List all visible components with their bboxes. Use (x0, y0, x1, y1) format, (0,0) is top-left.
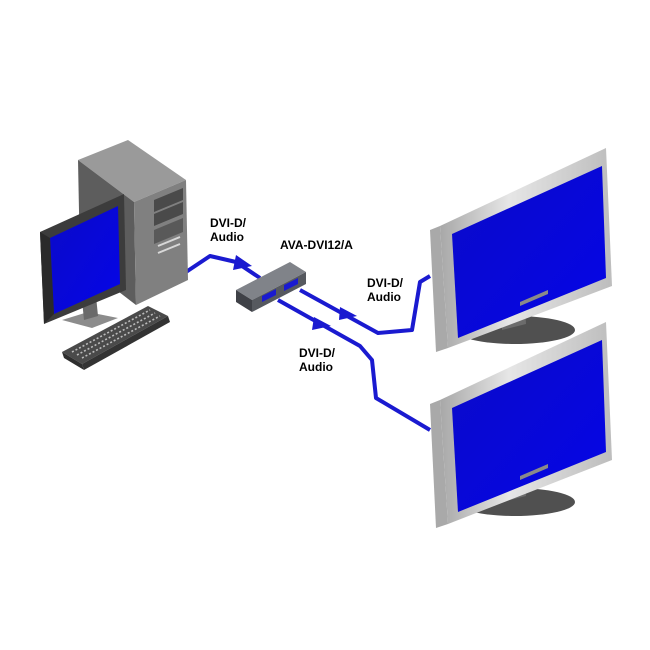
pc-monitor-screen (50, 206, 120, 314)
monitor-bottom-screen (452, 340, 606, 512)
label-source-cable: DVI-D/ Audio (210, 216, 247, 244)
monitor-top-screen (452, 166, 606, 338)
brand-plate (520, 464, 548, 480)
cable-source-to-splitter (181, 254, 262, 280)
keyboard (62, 306, 170, 370)
label-output-b-line1: DVI-D/ (299, 346, 336, 360)
label-source-cable-line1: DVI-D/ (210, 216, 247, 230)
cable-splitter-to-monitor-top (299, 274, 432, 335)
arrow-icon (339, 307, 357, 320)
cable-splitter-to-monitor-bottom (277, 298, 432, 432)
label-output-a-line1: DVI-D/ (367, 276, 404, 290)
brand-plate (520, 290, 548, 306)
arrow-icon (312, 317, 331, 330)
dvi-splitter (236, 262, 306, 312)
monitor-bottom (430, 322, 612, 528)
arrow-icon (233, 255, 252, 270)
label-source-cable-line2: Audio (210, 230, 244, 244)
splitter-port (284, 278, 298, 291)
monitor-top (430, 148, 612, 352)
label-output-a-line2: Audio (367, 290, 401, 304)
pc-monitor (40, 194, 126, 328)
label-splitter-model: AVA-DVI12/A (280, 238, 353, 252)
label-output-b: DVI-D/ Audio (299, 346, 336, 374)
label-output-b-line2: Audio (299, 360, 333, 374)
label-output-a: DVI-D/ Audio (367, 276, 404, 304)
splitter-port (262, 289, 276, 302)
